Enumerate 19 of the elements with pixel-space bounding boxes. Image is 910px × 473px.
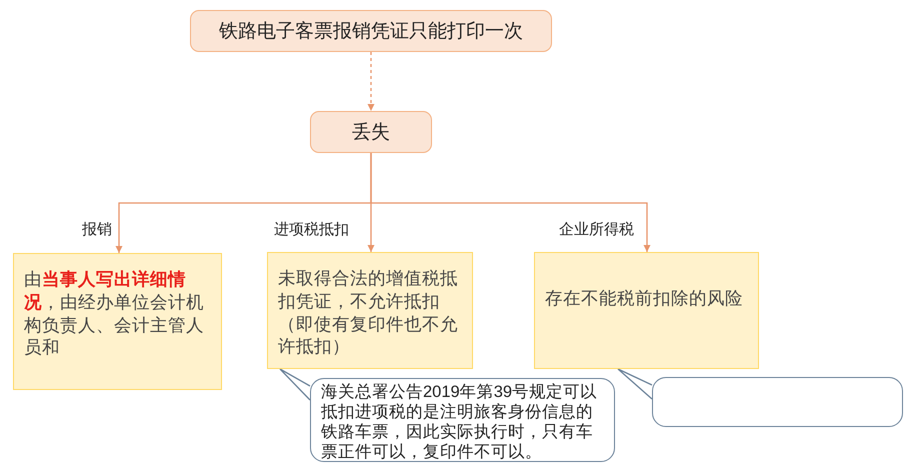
arrow [368, 52, 374, 111]
note-text: 由当事人写出详细情况，由经办单位会计机构负责人、会计主管人员和 [24, 268, 205, 359]
note-box [534, 252, 759, 369]
callout-tail [617, 368, 652, 400]
box-label: 丢失 [352, 121, 390, 145]
edge-label: 进项税抵扣 [272, 220, 351, 239]
note-box [13, 253, 222, 390]
note-text: 存在不能税前扣除的风险 [545, 287, 743, 310]
callout-tail [279, 368, 310, 400]
note-box [267, 252, 473, 369]
note-text: 海关总署公告2019年第39号规定可以抵扣进项税的是注明旅客身份信息的铁路车票，因此实际执行时，只有车票正件可以，复印件不可以。 [321, 382, 598, 462]
box-label: 铁路电子客票报销凭证只能打印一次 [219, 20, 523, 44]
callout-bubble [652, 377, 903, 427]
note-text: 未取得合法的增值税抵扣凭证，不允许抵扣（即使有复印件也不允许抵扣） [278, 267, 459, 358]
process-box [310, 111, 432, 153]
edge-label: 企业所得税 [557, 220, 636, 239]
title-box [190, 10, 552, 52]
arrow [370, 153, 650, 252]
edge-label: 报销 [80, 220, 114, 239]
